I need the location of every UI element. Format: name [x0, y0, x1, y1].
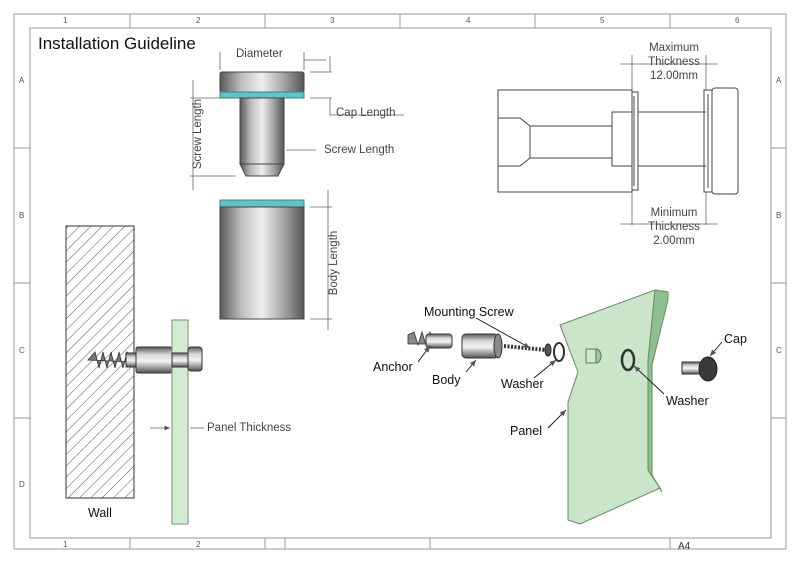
diameter-label: Diameter: [236, 48, 283, 60]
body-length-label: Body Length: [328, 230, 340, 296]
screw-length-label: Screw Length: [324, 144, 395, 156]
cap-length-label: Cap Length: [336, 107, 396, 119]
bottom-col-label-1: 1: [63, 540, 68, 549]
min-thickness-value: 2.00mm: [653, 235, 695, 247]
max-thickness-line2: Thickness: [648, 56, 700, 68]
cap-label: Cap: [724, 332, 747, 346]
cap-assembly-view: [219, 71, 305, 320]
row-label-c-left: C: [19, 346, 25, 355]
dimension-lines: [190, 52, 404, 330]
installed-fixing: [87, 319, 203, 525]
washer-right-label: Washer: [666, 394, 709, 408]
panel-thickness-label: Panel Thickness: [207, 422, 292, 434]
row-label-a-right: A: [776, 76, 782, 85]
row-label-b-left: B: [19, 211, 25, 220]
col-label-2: 2: [196, 16, 201, 25]
bottom-col-label-2: 2: [196, 540, 201, 549]
callout-leaders: [417, 317, 723, 429]
sheet-frame: [13, 13, 787, 550]
body-label: Body: [432, 373, 461, 387]
panel-label: Panel: [510, 424, 542, 438]
row-label-d-left: D: [19, 480, 25, 489]
max-thickness-line1: Maximum: [649, 42, 699, 54]
side-view-assembled: [497, 87, 739, 195]
row-label-a-left: A: [19, 76, 25, 85]
row-label-b-right: B: [776, 211, 782, 220]
col-label-6: 6: [735, 16, 740, 25]
max-thickness-value: 12.00mm: [650, 70, 698, 82]
washer-left-label: Washer: [501, 377, 544, 391]
col-label-1: 1: [63, 16, 68, 25]
col-label-4: 4: [466, 16, 471, 25]
anchor-label: Anchor: [373, 360, 413, 374]
thickness-dimensions: [620, 55, 718, 225]
exploded-view: [407, 289, 718, 525]
sheet-size: A4: [678, 541, 691, 552]
col-label-5: 5: [600, 16, 605, 25]
screw-length-vertical-label: Screw Length: [192, 98, 204, 170]
mounting-screw-label: Mounting Screw: [424, 305, 514, 319]
row-label-c-right: C: [776, 346, 782, 355]
col-label-3: 3: [330, 16, 335, 25]
page-title: Installation Guideline: [38, 34, 196, 53]
min-thickness-line1: Minimum: [650, 207, 698, 219]
wall-label: Wall: [88, 506, 112, 520]
min-thickness-line2: Thickness: [648, 221, 700, 233]
